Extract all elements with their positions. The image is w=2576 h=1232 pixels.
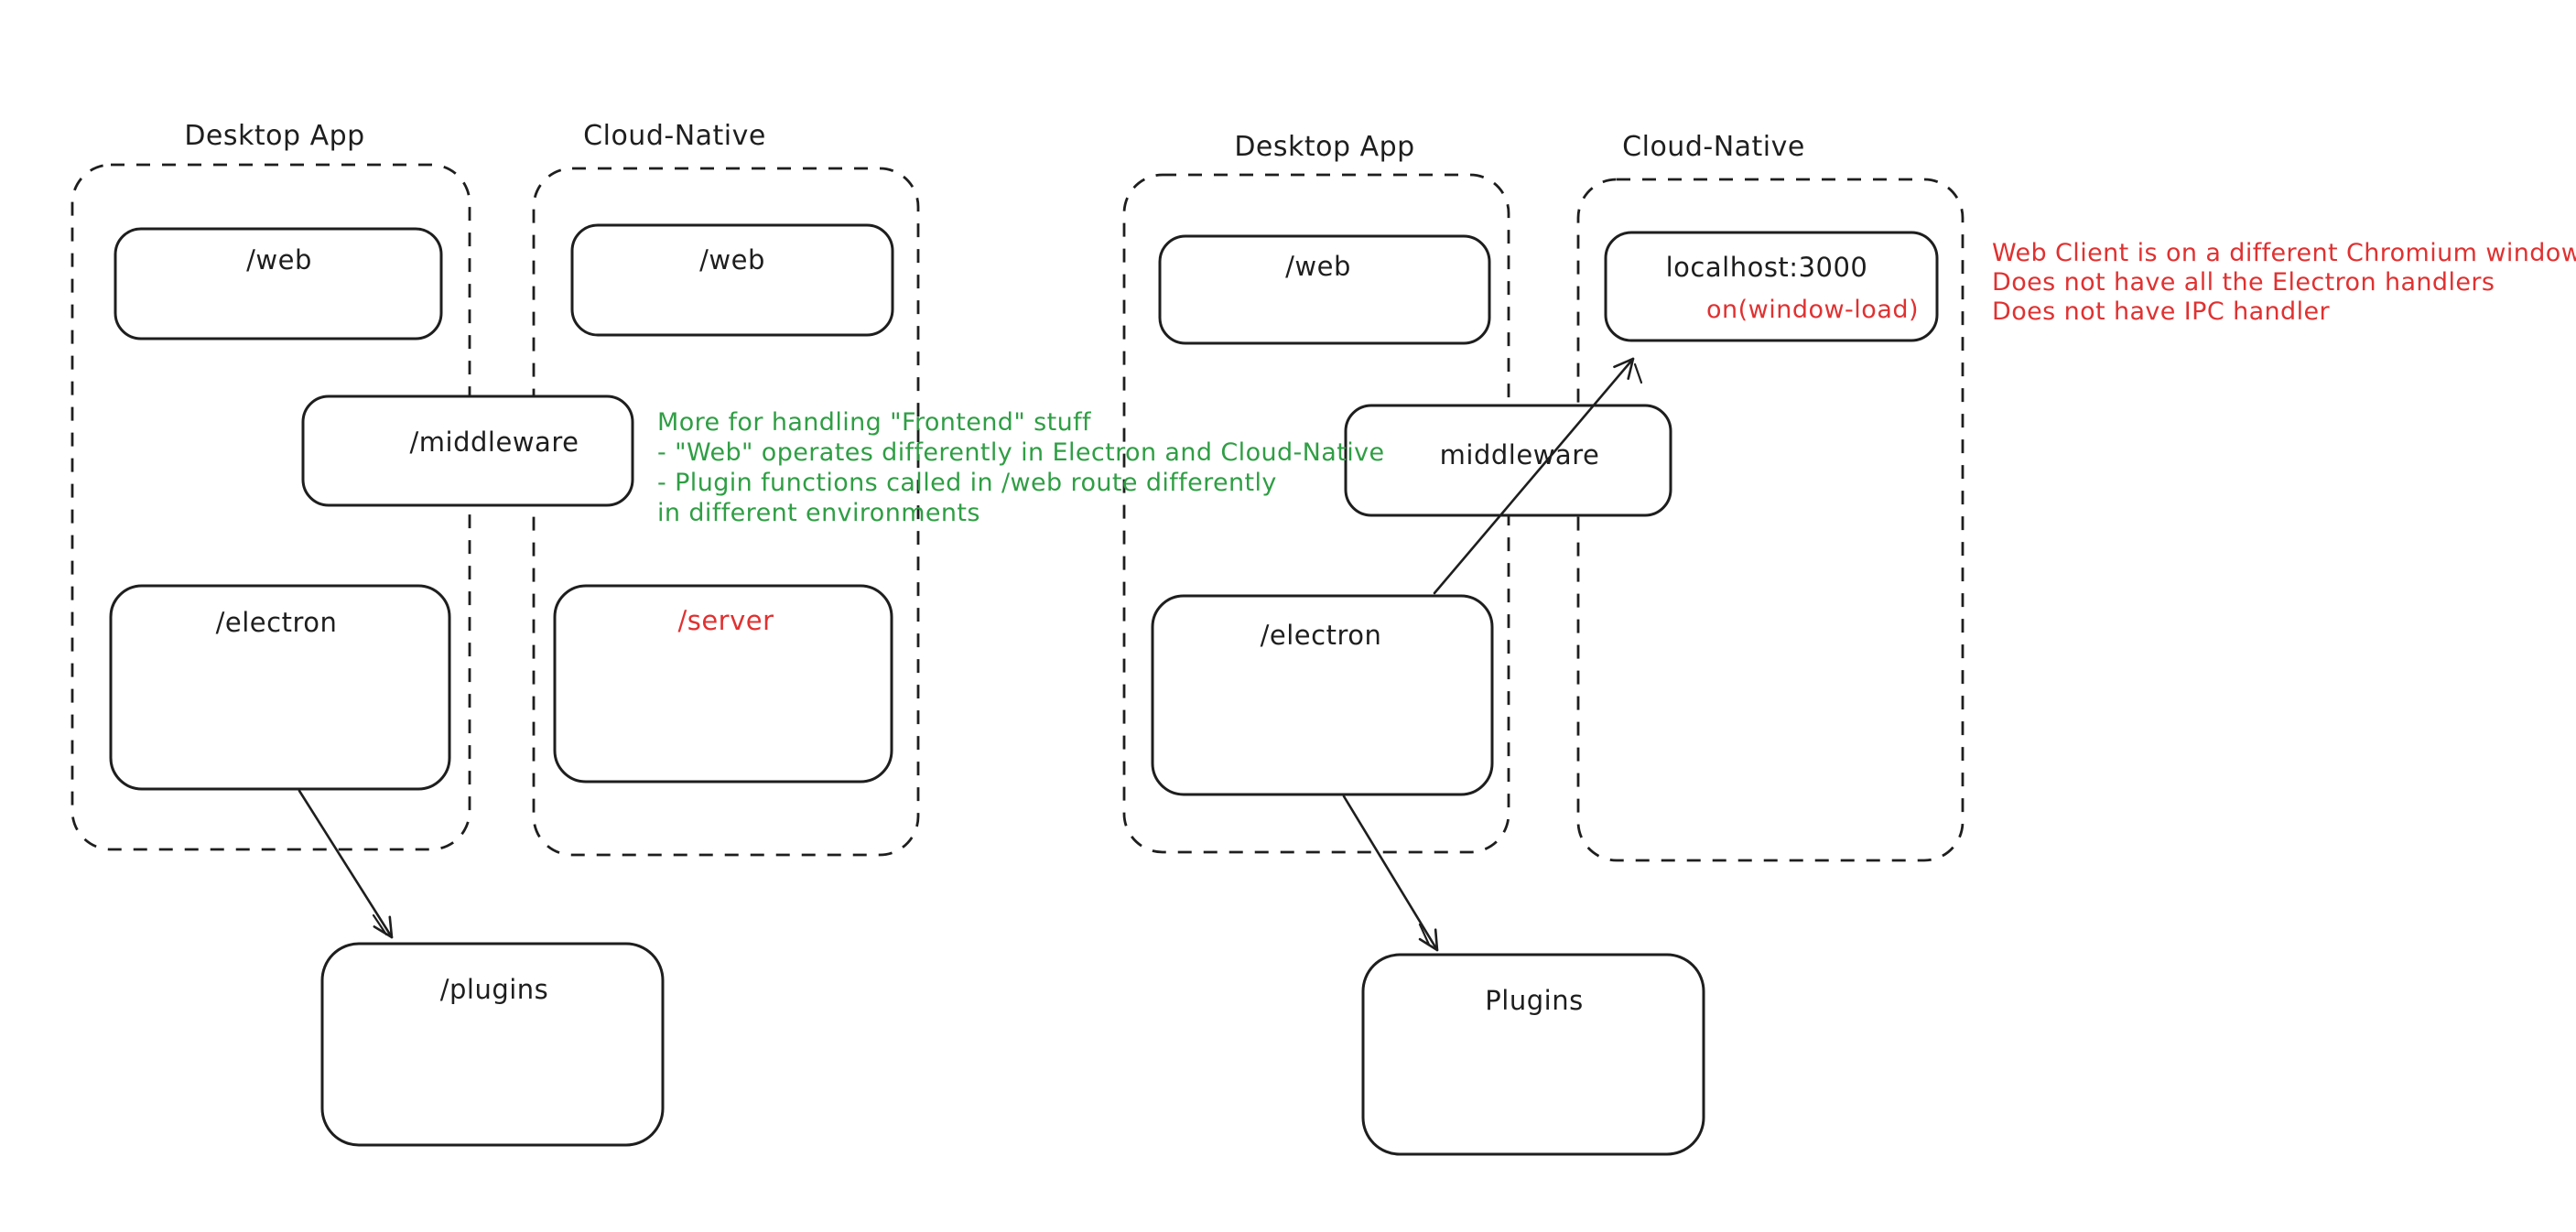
left-electron-box (109, 584, 451, 791)
left-desktop-web-box (114, 227, 443, 340)
arrow-left-electron-to-plugins (298, 789, 394, 939)
right-middleware-label: middleware (1439, 439, 1600, 470)
left-plugins-label: /plugins (439, 974, 549, 1005)
left-cloud-native-container (532, 167, 920, 857)
arrow-right-electron-to-plugins (1342, 794, 1439, 952)
frontend-note-line-2: - "Web" operates differently in Electron… (657, 438, 1385, 467)
right-cloud-native-container (1576, 178, 1964, 862)
frontend-note-line-1: More for handling "Frontend" stuff (657, 408, 1091, 437)
left-plugins-box (320, 942, 665, 1147)
right-desktop-app-label: Desktop App (1234, 131, 1415, 163)
right-plugins-label: Plugins (1485, 985, 1584, 1016)
arrow-right-electron-to-localhost (1433, 357, 1635, 595)
left-electron-label: /electron (215, 607, 338, 638)
right-localhost-label: localhost:3000 (1665, 252, 1868, 283)
left-cloud-web-label: /web (699, 244, 765, 276)
right-on-window-load-label: on(window-load) (1705, 296, 1920, 324)
right-middleware-box (1344, 404, 1672, 517)
web-client-note-line-1: Web Client is on a different Chromium wi… (1992, 239, 2576, 267)
right-desktop-web-label: /web (1285, 251, 1351, 282)
left-middleware-label: /middleware (409, 427, 579, 458)
right-plugins-box (1361, 953, 1705, 1156)
right-desktop-web-box (1158, 234, 1491, 345)
arrow-sketch-stroke (1633, 362, 1643, 384)
left-server-label: /server (677, 605, 774, 636)
web-client-note-line-3: Does not have IPC handler (1992, 297, 2331, 326)
left-cloud-web-box (570, 223, 894, 337)
left-desktop-app-label: Desktop App (184, 120, 365, 152)
right-electron-box (1151, 594, 1494, 796)
arrow-sketch-stroke (1418, 923, 1431, 946)
right-localhost-box (1604, 231, 1939, 342)
frontend-note-line-3: - Plugin functions called in /web route … (657, 469, 1277, 497)
left-middleware-box (301, 394, 634, 507)
left-cloud-native-label: Cloud-Native (583, 120, 766, 152)
left-server-box (553, 584, 893, 784)
right-cloud-native-label: Cloud-Native (1622, 131, 1805, 163)
left-desktop-web-label: /web (246, 244, 312, 276)
frontend-note-line-4: in different environments (657, 499, 980, 527)
web-client-note-line-2: Does not have all the Electron handlers (1992, 268, 2495, 297)
left-desktop-app-container (70, 163, 471, 851)
right-electron-label: /electron (1260, 620, 1382, 651)
arrow-sketch-stroke (372, 913, 388, 936)
